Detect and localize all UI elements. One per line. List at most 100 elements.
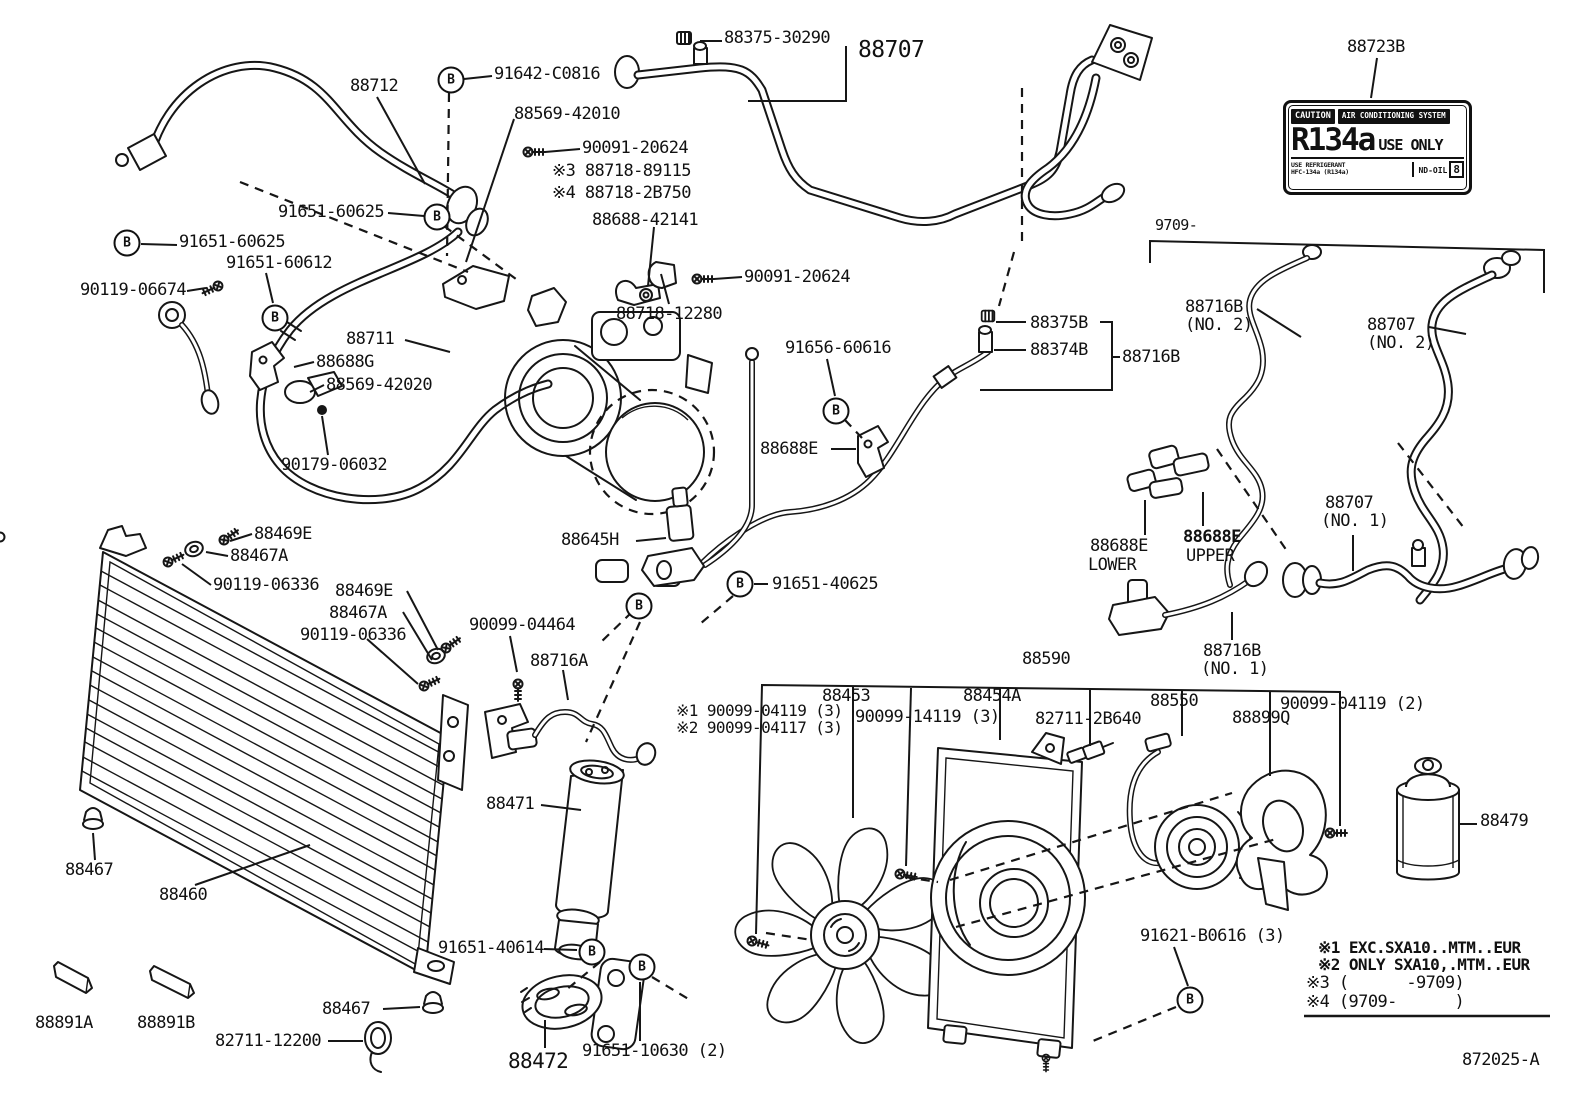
part-label: 88723B <box>1347 37 1405 57</box>
pad-88891B <box>149 965 195 999</box>
part-label: 90099-04119 (2) <box>1280 694 1425 714</box>
pipe-88707-no2 <box>1406 250 1521 605</box>
part-label: 88716B <box>1122 347 1180 367</box>
part-label: 88454A <box>963 686 1021 706</box>
refrigerant-type: R134a <box>1291 121 1376 158</box>
bracket-88688-42141 <box>615 279 661 306</box>
part-label: 88891B <box>137 1013 195 1033</box>
part-label: ※1 EXC.SXA10..MTM..EUR <box>1318 938 1521 957</box>
screw-90099-04464 <box>512 678 524 702</box>
part-label: 88718-12280 <box>616 304 723 324</box>
part-label: 88590 <box>1022 649 1071 669</box>
leader-lines <box>92 40 1550 1048</box>
clamp-88688E-center <box>857 425 889 478</box>
clip-88718-12280 <box>647 261 677 289</box>
screw-90099-04119-2 <box>1324 827 1348 839</box>
clip-82711-12200 <box>364 1021 392 1073</box>
part-label: ※4 88718-2B750 <box>552 183 692 203</box>
hose-88712 <box>115 60 489 237</box>
part-label: 88688E <box>760 439 818 459</box>
part-label: 88707 <box>1367 315 1416 335</box>
clamp-88688E-lower <box>1126 468 1184 499</box>
part-label: 88453 <box>822 686 871 706</box>
hose-88707-no1 <box>1282 539 1540 598</box>
pad-88891A <box>53 961 93 994</box>
part-label: 88712 <box>350 76 399 96</box>
screw-90091-20624-a <box>522 146 546 158</box>
circled-bolt-marker: B <box>625 592 653 620</box>
circled-bolt-marker: B <box>423 203 451 231</box>
grommet-90179-06032 <box>317 405 327 415</box>
sensor-88645H <box>641 486 705 587</box>
fan-88453 <box>734 827 948 1044</box>
part-label: 88467 <box>322 999 371 1019</box>
circled-bolt-marker: B <box>822 397 850 425</box>
part-label: LOWER <box>1088 555 1137 575</box>
part-label: 88688-42141 <box>592 210 699 230</box>
part-label: 82711-12200 <box>215 1031 322 1051</box>
part-label: (NO. 2) <box>1185 315 1253 335</box>
part-label: 88467A <box>230 546 288 566</box>
receiver-drier-88471 <box>554 759 625 961</box>
pipe-88716B-no2 <box>1224 244 1322 588</box>
bracket-88716A-stay <box>484 703 529 759</box>
part-label: 91651-10630 (2) <box>582 1041 727 1061</box>
part-label: ※4 (9709- ) <box>1306 992 1465 1012</box>
part-label: ※2 90099-04117 (3) <box>676 718 843 737</box>
circled-bolt-marker: B <box>1176 986 1204 1014</box>
bolt-90119-06336-a <box>161 549 187 569</box>
part-label: 88707 <box>858 37 925 63</box>
part-label: ※2 ONLY SXA10,.MTM..EUR <box>1318 955 1530 974</box>
part-label: 88707 <box>1325 493 1374 513</box>
part-label: 91642-C0816 <box>494 64 601 84</box>
part-label: 88711 <box>346 329 395 349</box>
part-label: 88375-30290 <box>724 28 831 48</box>
part-label: 88716B <box>1203 641 1261 661</box>
part-label: (NO. 1) <box>1321 511 1389 531</box>
bolt-90119-06336-b <box>417 673 443 693</box>
bracket-88569-42010 <box>442 265 510 310</box>
screw-88469E-a <box>216 525 242 548</box>
condenser <box>0 525 469 985</box>
part-label: 872025-A <box>1462 1050 1540 1070</box>
part-label: 9709- <box>1155 216 1198 234</box>
circled-bolt-marker: B <box>578 938 606 966</box>
part-label: 90179-06032 <box>281 455 388 475</box>
part-label: (NO. 2) <box>1367 333 1435 353</box>
part-label: 90099-04464 <box>469 615 576 635</box>
plug-88467-right <box>422 991 444 1014</box>
compressor <box>504 311 716 587</box>
part-label: 91651-40625 <box>772 574 879 594</box>
part-label: 88469E <box>335 581 393 601</box>
part-label: 88716B <box>1185 297 1243 317</box>
circled-bolt-marker: B <box>726 570 754 598</box>
part-label: ※3 ( -9709) <box>1306 973 1465 993</box>
valve-88374B <box>978 325 993 353</box>
part-label: 90119-06336 <box>213 575 320 595</box>
oil-canister-88479 <box>1396 757 1460 881</box>
part-label: 82711-2B640 <box>1035 709 1142 729</box>
part-label: 88569-42010 <box>514 104 621 124</box>
dashed-lines <box>239 88 1465 1045</box>
part-label: 88467A <box>329 603 387 623</box>
clip-88718 <box>527 287 567 327</box>
part-label: 91651-60612 <box>226 253 333 273</box>
clamp-88688G <box>249 341 285 391</box>
screw-90099-14119 <box>893 867 919 883</box>
part-label: 90091-20624 <box>744 267 851 287</box>
clamp-88688E-upper <box>1148 444 1210 477</box>
part-label: ※1 90099-04119 (3) <box>676 701 843 720</box>
part-label: 90091-20624 <box>582 138 689 158</box>
nut-88375B <box>980 309 996 323</box>
circled-bolt-marker: B <box>628 953 656 981</box>
screw-88469E-b <box>438 633 464 656</box>
pipe-88707-top <box>614 24 1153 226</box>
part-label: 90119-06674 <box>80 280 187 300</box>
plug-88467-left <box>82 807 104 830</box>
part-label: 88688G <box>316 352 374 372</box>
fan-shroud-88454A <box>927 732 1086 1059</box>
clamp-88569-42020 <box>284 371 343 404</box>
use-only-text: USE ONLY <box>1378 135 1443 154</box>
caution-label: CAUTION AIR CONDITIONING SYSTEM R134a US… <box>1283 100 1472 195</box>
part-label: 88469E <box>254 524 312 544</box>
